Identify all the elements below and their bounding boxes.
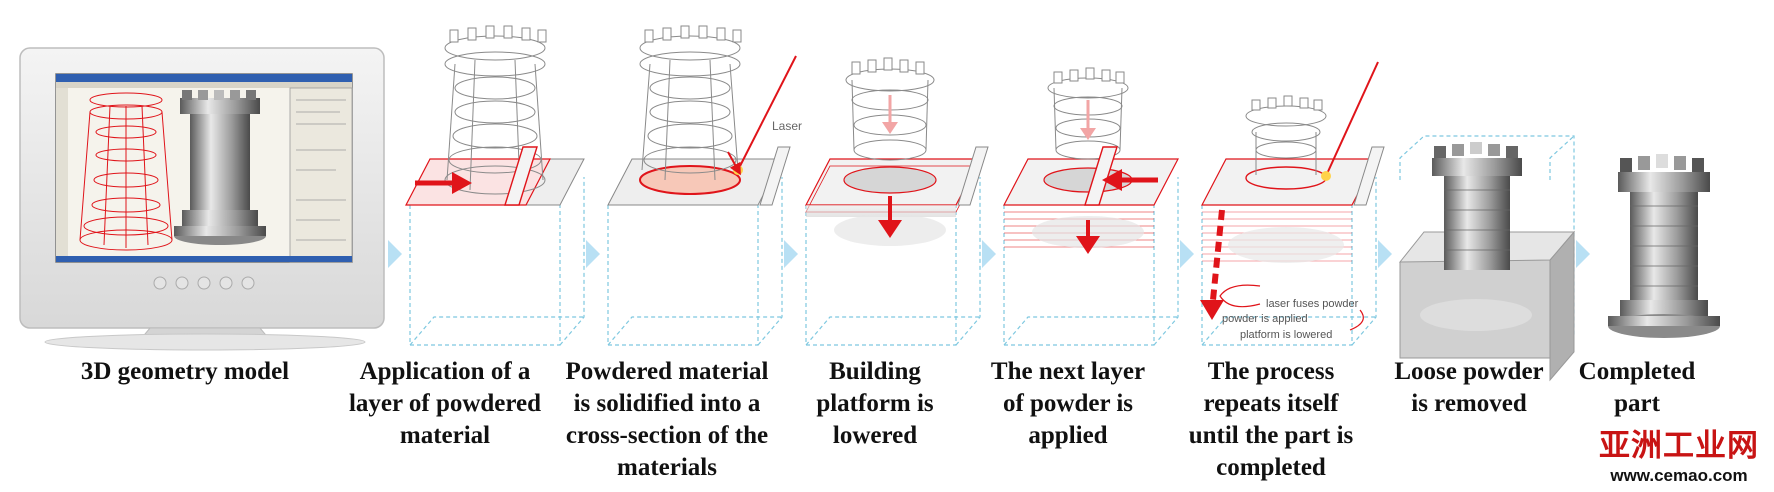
caption-solidify: Powdered material is solidified into a c… — [565, 358, 769, 481]
chevron-3 — [784, 240, 798, 268]
chamber-remove — [1398, 135, 1576, 382]
chamber-repeat: laser fuses powder powder is applied pla… — [1200, 61, 1385, 346]
caption-apply: Application of a layer of powdered mater… — [348, 358, 542, 449]
chevron-5 — [1180, 240, 1194, 268]
chevron-2 — [586, 240, 600, 268]
cycle-label-3: platform is lowered — [1240, 329, 1332, 341]
caption-done: Completed part — [1578, 358, 1696, 417]
cycle-label-1: laser fuses powder — [1266, 298, 1359, 310]
screen-wireframe-tower — [79, 92, 173, 251]
monitor — [19, 47, 385, 351]
chamber-next-layer — [1003, 67, 1179, 346]
screen-solid-tower — [174, 90, 266, 245]
chamber-lower — [805, 57, 989, 346]
tower-emerging — [1432, 142, 1522, 270]
caption-remove: Loose powder is removed — [1394, 358, 1544, 417]
laser-beam — [737, 55, 797, 171]
laser-label: Laser — [772, 119, 802, 133]
chevron-1 — [388, 240, 402, 268]
completed-tower — [1608, 154, 1720, 338]
cycle-label-2: powder is applied — [1222, 313, 1308, 325]
chevron-4 — [982, 240, 996, 268]
caption-repeat: The process repeats itself until the par… — [1188, 358, 1354, 481]
caption-model: 3D geometry model — [80, 358, 290, 385]
chevron-7 — [1576, 240, 1590, 268]
watermark-url: www.cemao.com — [1610, 466, 1748, 485]
chamber-solidify: Laser — [607, 25, 802, 346]
caption-lower: Building platform is lowered — [816, 358, 934, 449]
chamber-apply — [405, 25, 585, 346]
watermark: 亚洲工业网 www.cemao.com — [1594, 428, 1764, 488]
chevron-6 — [1378, 240, 1392, 268]
watermark-chinese: 亚洲工业网 — [1599, 428, 1759, 464]
caption-next: The next layer of powder is applied — [990, 358, 1146, 449]
step-chevrons — [388, 240, 1590, 268]
